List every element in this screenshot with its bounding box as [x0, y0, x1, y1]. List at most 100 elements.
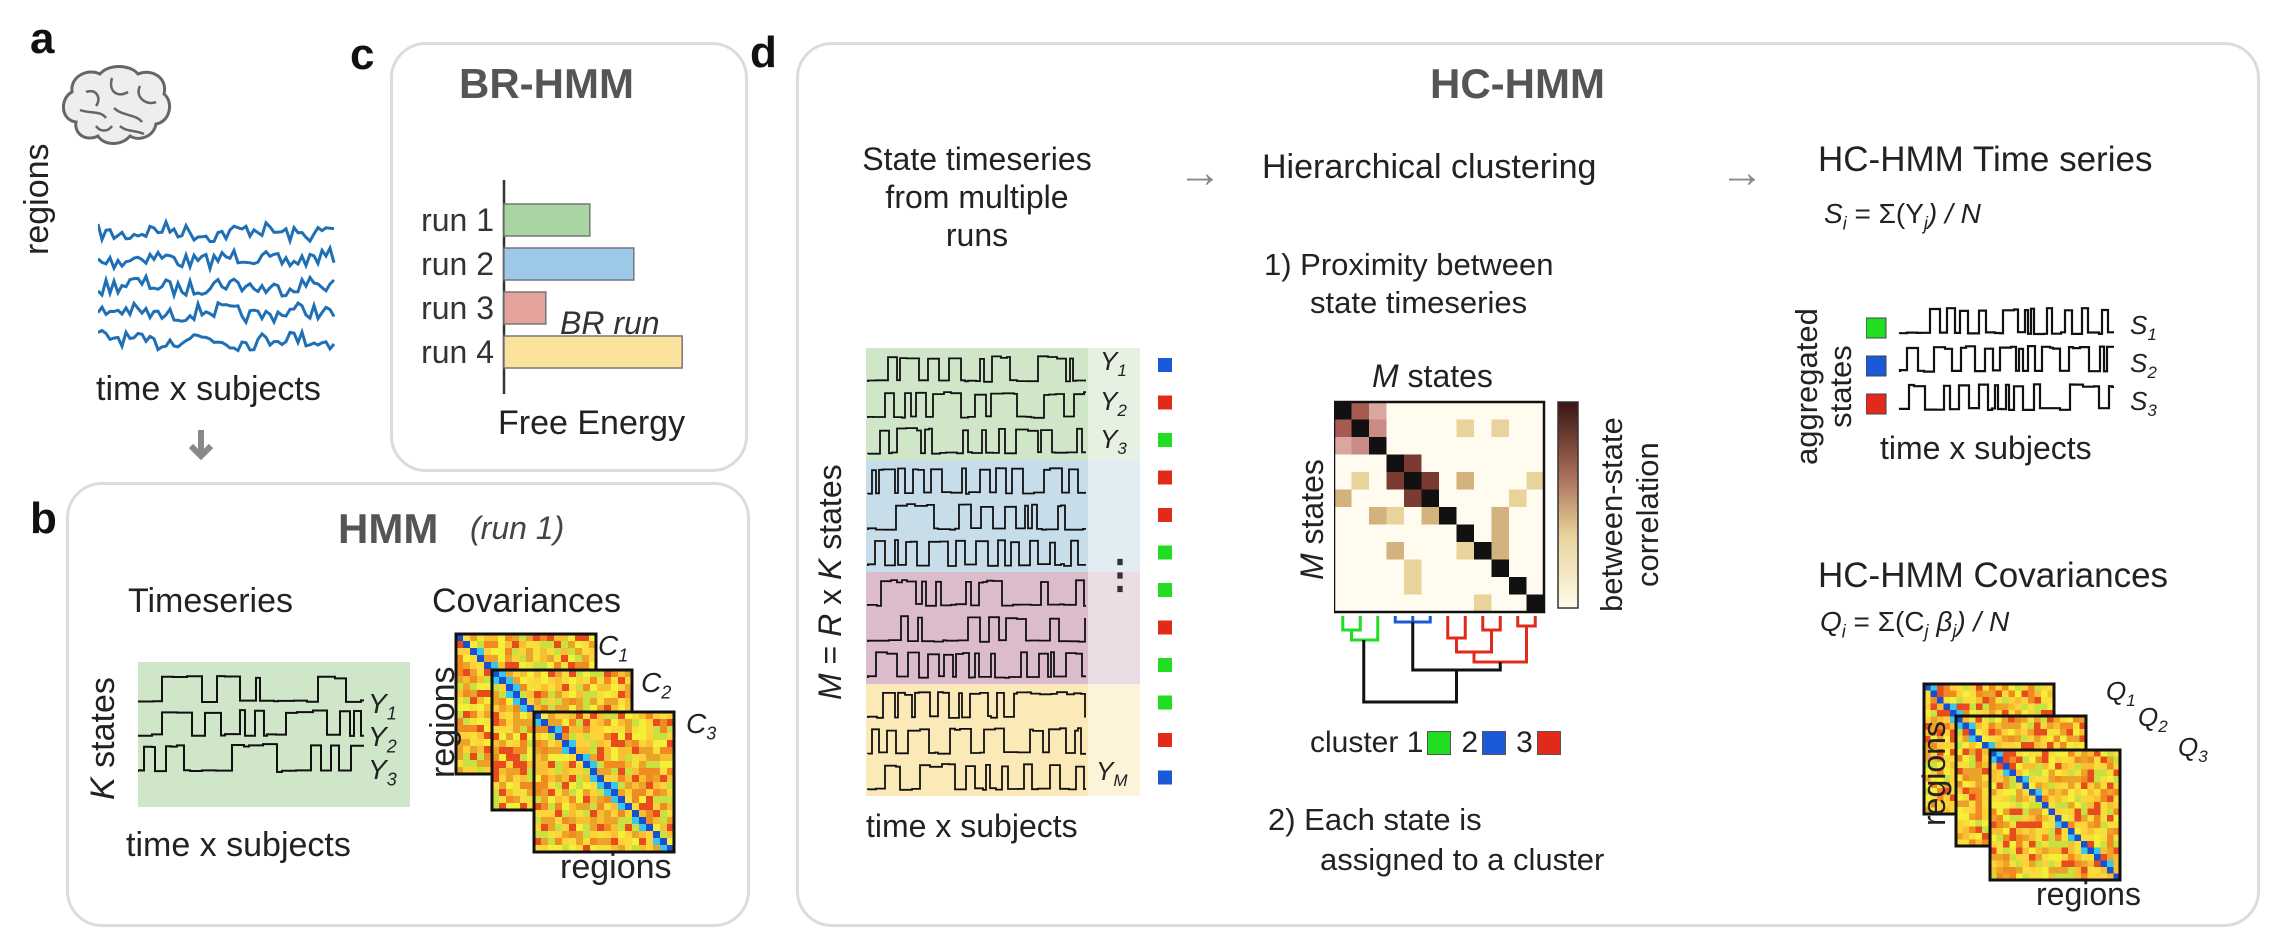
col1-title-line2: from multiple: [885, 179, 1069, 215]
agg-xlabel: time x subjects: [1880, 430, 2092, 466]
col1-ellipsis: ⋮: [1100, 553, 1140, 597]
hc-covariance-q3: [1988, 748, 2122, 882]
panel-letter-c: c: [350, 30, 375, 79]
col1-ylabel: M = R x K states: [812, 464, 848, 700]
agg-state-swatch-1: [1866, 317, 1887, 339]
dendrogram-branch: [1455, 630, 1493, 654]
agg-label-s1: S1: [2130, 310, 2157, 345]
cluster-assignment-marker: [1158, 433, 1172, 447]
col1-title: State timeseries from multiple runs: [850, 140, 1104, 254]
q-ylabel: regions: [1916, 721, 1952, 826]
bar-label-4: run 4: [421, 334, 494, 370]
panel-b-title: HMM: [338, 505, 439, 552]
state-timeseries: [138, 743, 364, 773]
panel-b-states-label: K states: [84, 677, 123, 800]
cluster-assignment-marker: [1158, 508, 1172, 522]
bar-label-2: run 2: [421, 246, 494, 282]
covariance-matrix-c3: [532, 710, 676, 854]
panel-d-title: HC-HMM: [1430, 60, 1605, 107]
panel-letter-b: b: [30, 494, 57, 543]
col2-title: Hierarchical clustering: [1262, 148, 1597, 186]
series-label-y1: Y1: [368, 688, 397, 724]
panel-b-timeseries-label: Timeseries: [128, 582, 293, 620]
step2-text: 2) Each state is assigned to a cluster: [1268, 800, 1604, 880]
cluster-legend: cluster 1 2 3: [1310, 726, 1561, 760]
region-signal: [98, 298, 336, 326]
agg-state-swatch-2: [1866, 355, 1887, 377]
states-label: states: [84, 677, 122, 768]
bar-2: [503, 247, 635, 281]
dendrogram-branch: [1350, 616, 1380, 642]
agg-state-timeseries-1: [1898, 307, 2114, 336]
cluster1-swatch: [1427, 731, 1452, 755]
cluster-assignment-marker: [1158, 395, 1172, 410]
q-xlabel: regions: [2036, 876, 2141, 912]
heatmap-left-label: M states: [1294, 459, 1330, 580]
state-timeseries: [867, 651, 1086, 679]
state-timeseries: [867, 503, 1086, 531]
agg-label-s3: S3: [2130, 386, 2157, 421]
colorbar-label: between-state correlation: [1594, 417, 1666, 612]
q-label-1: Q1: [2106, 676, 2136, 711]
bar-label-3: run 3: [421, 290, 494, 326]
state-timeseries: [867, 391, 1086, 419]
cluster-assignment-marker: [1158, 470, 1172, 485]
arrow-down-icon: [188, 430, 214, 461]
step1-line1: 1) Proximity between: [1264, 247, 1554, 282]
col1-label-y3: Y3: [1100, 424, 1127, 459]
step1-text: 1) Proximity between state timeseries: [1264, 246, 1553, 322]
panel-letter-a: a: [30, 14, 55, 63]
agg-state-timeseries-2: [1898, 345, 2114, 373]
run-group-bg: [866, 348, 1088, 460]
panel-b-timeseries: [138, 662, 410, 807]
agg-ylabel-line2: states: [1823, 345, 1858, 428]
state-timeseries: [138, 709, 364, 737]
panel-c-title: BR-HMM: [459, 60, 634, 107]
run-group-bg-ext: [1088, 460, 1140, 572]
col1-xlabel: time x subjects: [866, 808, 1078, 844]
cluster3-swatch: [1536, 731, 1561, 755]
bar-label-1: run 1: [421, 202, 494, 238]
step2-line2: assigned to a cluster: [1320, 842, 1605, 877]
step1-line2: state timeseries: [1310, 285, 1528, 320]
col1-label-y2: Y2: [1100, 386, 1127, 421]
col1-label-y1: Y1: [1100, 346, 1127, 381]
colorbar-label-line2: correlation: [1630, 442, 1665, 588]
panel-b-cov-ylabel: regions: [424, 666, 462, 778]
col3-title: HC-HMM Time series: [1818, 140, 2153, 179]
correlation-heatmap-dendrogram: [1334, 400, 1546, 704]
q-label-2: Q2: [2138, 702, 2168, 737]
panel-c-xlabel: Free Energy: [498, 404, 686, 442]
cluster-assignment-marker: [1158, 658, 1172, 672]
dendrogram-branch: [1341, 616, 1362, 632]
region-signal: [98, 243, 336, 274]
state-timeseries: [867, 467, 1086, 495]
series-label-y3: Y3: [368, 754, 397, 790]
cluster2-swatch: [1482, 731, 1507, 755]
panel-b-covariance-stack: [454, 632, 676, 854]
panel-c-bar-chart: run 1 run 2 run 3 run 4: [421, 180, 683, 394]
series-label-y2: Y2: [368, 721, 397, 757]
state-timeseries: [867, 727, 1086, 755]
panel-letter-d: d: [750, 28, 777, 77]
cluster-legend-2: 2: [1461, 726, 1479, 759]
q-label-3: Q3: [2178, 732, 2208, 767]
colorbar: [1557, 401, 1579, 609]
col1-title-line3: runs: [945, 217, 1009, 253]
bar-3: [503, 291, 547, 325]
agg-ylabel: aggregated states: [1789, 308, 1858, 465]
run-group-bg-ext: [1088, 684, 1140, 796]
panel-b-title-suffix: (run 1): [470, 510, 565, 546]
k-label: K: [84, 777, 122, 800]
cluster-assignment-marker: [1158, 733, 1172, 747]
region-signal: [98, 272, 336, 301]
dendrogram-branch: [1516, 616, 1537, 628]
brain-icon: [62, 65, 172, 145]
cluster-assignment-marker: [1158, 620, 1172, 635]
heatmap-top-label: M states: [1372, 358, 1493, 394]
cluster-legend-3: 3: [1516, 726, 1533, 759]
agg-state-timeseries-3: [1898, 383, 2114, 411]
run-group-bg: [866, 684, 1088, 796]
state-timeseries: [867, 355, 1086, 383]
state-timeseries: [867, 615, 1086, 643]
